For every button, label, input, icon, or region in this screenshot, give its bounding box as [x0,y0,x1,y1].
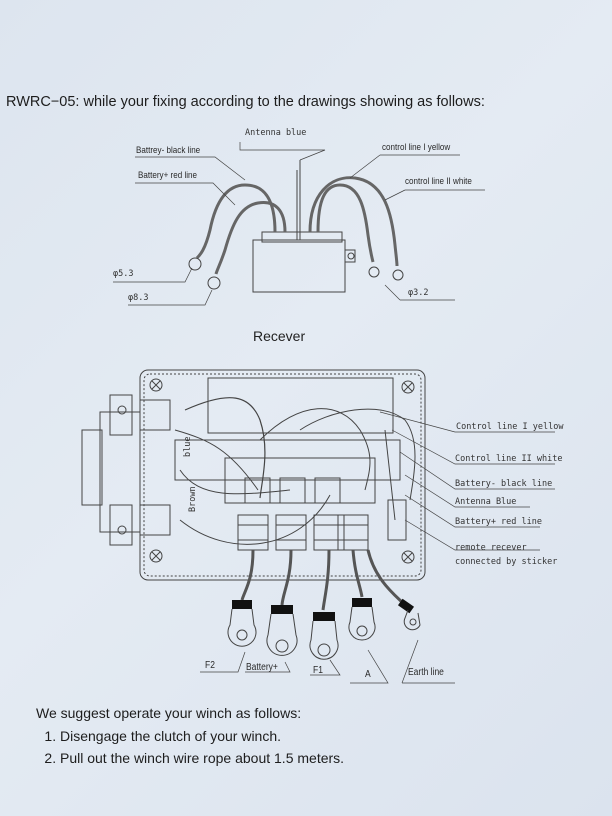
label-f2: F2 [205,660,215,671]
label-battery-terminal: Battery+ [246,662,278,673]
instructions-intro: We suggest operate your winch as follows… [36,705,302,721]
label-antenna-blue-b: Antenna Blue [455,497,517,507]
instruction-item: Disengage the clutch of your winch. [60,728,344,744]
label-diameter-3-2: φ3.2 [408,288,429,298]
label-diameter-5-3: φ5.3 [113,269,134,279]
label-battery-negative: Battrey- black line [136,145,201,156]
label-earth-line: Earth line [408,667,444,678]
page-heading: RWRC−05: while your fixing according to … [6,94,485,110]
label-battery-positive: Battery+ red line [138,170,198,181]
label-connected-by-sticker: connected by sticker [455,557,558,567]
label-remote-receiver: remote recever [455,543,527,553]
label-battery-positive-b: Battery+ red line [455,517,542,527]
label-blue-wire: blue [183,436,193,457]
label-battery-negative-b: Battery- black line [455,479,553,489]
control-box-outline [139,369,426,581]
label-control-line-2: control line II white [405,176,472,187]
label-antenna-blue: Antenna blue [245,128,307,138]
label-diameter-8-3: φ8.3 [128,293,149,303]
label-control-line-1: control line I yellow [382,142,451,153]
label-f1: F1 [313,665,323,676]
instructions-list: Disengage the clutch of your winch. Pull… [36,728,344,766]
instruction-item: Pull out the winch wire rope about 1.5 m… [60,750,344,766]
label-a: A [365,669,371,680]
label-control-line-1-b: Control line I yellow [456,422,564,432]
label-control-line-2-b: Control line II white [455,454,563,464]
receiver-box [252,239,346,293]
label-brown-wire: Brown [188,486,198,512]
receiver-label: Recever [253,328,306,344]
instructions-block: We suggest operate your winch as follows… [36,705,344,772]
